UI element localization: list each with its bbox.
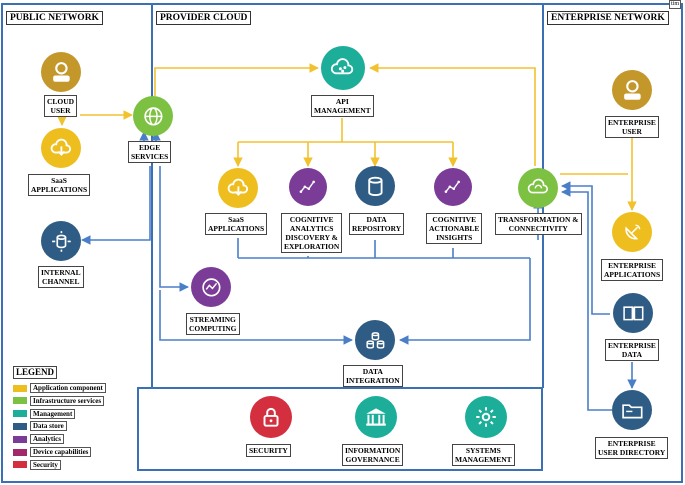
database-arrows-icon: [51, 230, 71, 252]
data-integration-node: [355, 320, 395, 360]
gear-icon: [476, 407, 496, 427]
legend-label: Security: [30, 459, 61, 470]
api-management-label: API MANAGEMENT: [311, 95, 374, 117]
database-icon: [367, 176, 383, 196]
saas-cloud-node: [218, 168, 258, 208]
legend-item: Application component: [13, 383, 106, 393]
data-repository-label: DATA REPOSITORY: [349, 213, 405, 235]
transformation-label: TRANSFORMATION & CONNECTIVITY: [495, 213, 582, 235]
internal-channel-node: [41, 221, 81, 261]
security-label: SECURITY: [246, 444, 291, 457]
panel-borders: [1, 3, 683, 483]
multi-database-icon: [366, 331, 384, 349]
legend-label: Device capabilities: [30, 447, 92, 457]
data-repository-node: [355, 166, 395, 206]
legend-item: Security: [13, 459, 61, 470]
enterprise-applications-label: ENTERPRISE APPLICATIONS: [601, 259, 664, 281]
provider-cloud-title: PROVIDER CLOUD: [156, 11, 252, 25]
public-network-title: PUBLIC NETWORK: [6, 11, 103, 25]
legend-item: Management: [13, 408, 76, 419]
internal-channel-label: INTERNAL CHANNEL: [38, 266, 84, 288]
legend-label: Data store: [30, 421, 67, 432]
cognitive-analytics-label: COGNITIVE ANALYTICS DISCOVERY & EXPLORAT…: [281, 213, 343, 253]
enterprise-user-label: ENTERPRISE USER: [605, 116, 659, 138]
cloud-download-icon: [227, 178, 248, 196]
saas-public-label: SaaS APPLICATIONS: [28, 174, 91, 196]
api-management-node: [321, 46, 365, 90]
scatter-plot-icon: [299, 180, 316, 194]
yellow-links: [57, 63, 637, 211]
cloud-download-icon: [50, 138, 71, 156]
satellite-dish-icon: [624, 224, 640, 240]
corner-tag: tim: [669, 0, 682, 9]
enterprise-data-label: ENTERPRISE DATA: [605, 339, 659, 361]
legend-swatch: [13, 384, 27, 392]
streaming-computing-node: [191, 267, 231, 307]
information-governance-node: [355, 396, 397, 438]
enterprise-network-title: ENTERPRISE NETWORK: [547, 11, 669, 25]
enterprise-applications-node: [612, 212, 652, 252]
cognitive-analytics-node: [289, 168, 327, 206]
cognitive-insights-label: COGNITIVE ACTIONABLE INSIGHTS: [426, 213, 483, 244]
transformation-node: [518, 168, 558, 208]
legend-item: Device capabilities: [13, 447, 92, 457]
edge-services-node: [133, 96, 173, 136]
information-governance-label: INFORMATION GOVERNANCE: [342, 444, 404, 466]
legend-item: Analytics: [13, 434, 64, 445]
streaming-computing-label: STREAMING COMPUTING: [186, 313, 240, 335]
legend-swatch: [13, 435, 27, 443]
legend-swatch: [13, 461, 27, 469]
legend-label: Management: [30, 408, 76, 419]
cloud-user-label: CLOUD USER: [44, 95, 78, 117]
legend-swatch: [13, 410, 27, 418]
folder-icon: [621, 403, 643, 419]
legend-label: Analytics: [30, 434, 64, 445]
data-integration-label: DATA INTEGRATION: [343, 365, 403, 387]
cognitive-insights-node: [434, 168, 472, 206]
saas-cloud-label: SaaS APPLICATIONS: [205, 213, 268, 235]
legend-label: Infrastructure services: [30, 395, 105, 406]
systems-management-node: [465, 396, 507, 438]
legend-title: LEGEND: [13, 366, 58, 379]
enterprise-user-directory-label: ENTERPRISE USER DIRECTORY: [595, 437, 669, 459]
legend-swatch: [13, 448, 27, 456]
globe-icon: [143, 106, 163, 126]
government-building-icon: [366, 408, 386, 426]
streaming-chart-icon: [201, 277, 221, 297]
security-node: [250, 396, 292, 438]
legend-item: Infrastructure services: [13, 395, 105, 406]
saas-public-node: [41, 128, 81, 168]
edge-services-label: EDGE SERVICES: [128, 141, 172, 163]
systems-management-label: SYSTEMS MANAGEMENT: [452, 444, 515, 466]
enterprise-user-node: [612, 70, 652, 110]
legend-item: Data store: [13, 421, 67, 432]
enterprise-data-node: [613, 293, 653, 333]
user-icon: [623, 79, 641, 100]
cloud-user-node: [41, 52, 81, 92]
user-icon: [52, 61, 70, 82]
legend-swatch: [13, 422, 27, 430]
enterprise-user-directory-node: [612, 390, 652, 430]
scatter-plot-icon: [444, 180, 461, 194]
cloud-network-icon: [331, 58, 354, 75]
cloud-sync-icon: [527, 178, 548, 193]
lock-icon: [263, 407, 279, 427]
blue-links: [81, 131, 637, 411]
legend-swatch: [13, 397, 27, 405]
book-database-icon: [622, 306, 644, 320]
legend-label: Application component: [30, 383, 106, 393]
